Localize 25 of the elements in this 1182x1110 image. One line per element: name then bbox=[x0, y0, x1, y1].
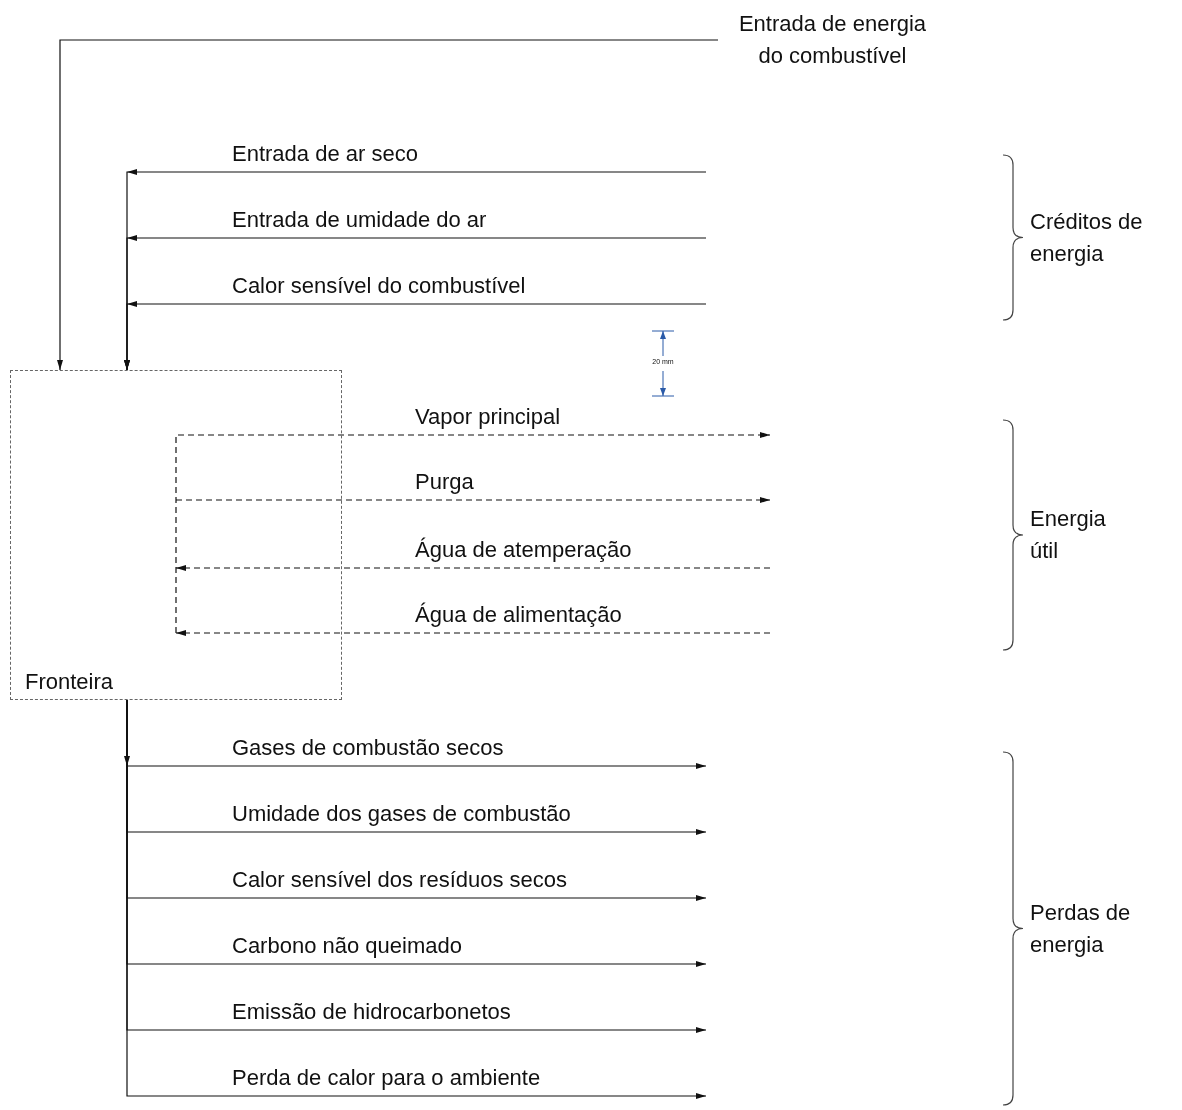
edge-label: Água de atemperação bbox=[415, 537, 632, 563]
bracket-label: Energia útil bbox=[1030, 505, 1107, 565]
edge-label: Umidade dos gases de combustão bbox=[232, 801, 571, 827]
arrow bbox=[175, 630, 771, 636]
arrow bbox=[175, 432, 771, 634]
edge-label: Entrada de ar seco bbox=[232, 141, 418, 167]
arrow bbox=[175, 565, 771, 571]
boundary-label: Fronteira bbox=[25, 669, 114, 695]
bracket-label: Créditos de energia bbox=[1030, 207, 1144, 268]
edge-label: Água de alimentação bbox=[415, 602, 622, 628]
edge-label: Emissão de hidrocarbonetos bbox=[232, 999, 511, 1025]
bracket-label: Perdas de energia bbox=[1030, 898, 1132, 959]
boundary-box bbox=[10, 370, 342, 700]
edge-label: Carbono não queimado bbox=[232, 933, 462, 959]
edge-label: Calor sensível do combustível bbox=[232, 273, 526, 299]
edge-label: Calor sensível dos resíduos secos bbox=[232, 867, 568, 893]
arrow bbox=[124, 301, 707, 371]
energy-input-text: Entrada de energia do combustível bbox=[730, 8, 935, 72]
arrow bbox=[175, 497, 771, 503]
edge-label: Vapor principal bbox=[415, 404, 561, 430]
arrow bbox=[57, 39, 719, 371]
edge-label: Perda de calor para o ambiente bbox=[232, 1065, 541, 1091]
edge-label: Gases de combustão secos bbox=[232, 735, 504, 761]
edge-label: Entrada de umidade do ar bbox=[232, 207, 487, 233]
edge-label: Purga bbox=[415, 469, 474, 495]
